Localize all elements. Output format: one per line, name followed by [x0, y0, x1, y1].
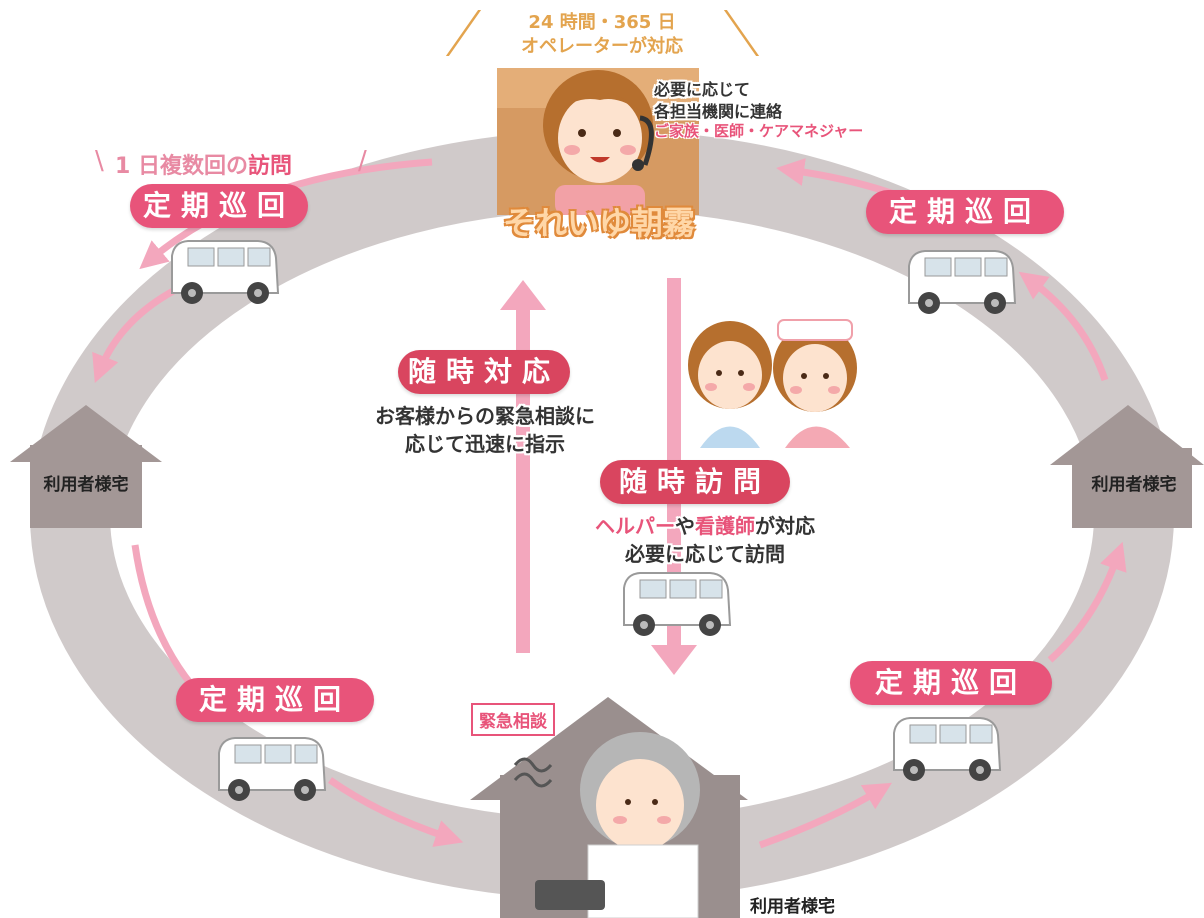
house-right	[1050, 405, 1204, 528]
ring-arrow-bottom-right	[758, 782, 893, 849]
on-demand-response-line1: お客様からの緊急相談に	[375, 404, 595, 428]
operator-note-line3: ご家族・医師・ケアマネジャー	[654, 122, 864, 140]
on-demand-visit-line2: 必要に応じて訪問	[625, 542, 785, 566]
emergency-label: 緊急相談	[471, 703, 555, 736]
ring-arrow-right-up	[1018, 271, 1109, 382]
visits-note-prefix: 1 日複数回の	[115, 154, 248, 179]
home-label-bottom: 利用者様宅	[750, 897, 835, 917]
on-demand-visit-nurse: 看護師	[695, 514, 755, 538]
home-label-right: 利用者様宅	[1091, 475, 1177, 495]
patrol-badge-top-right: 定期巡回	[866, 190, 1064, 234]
car-top-left	[171, 240, 280, 304]
on-demand-visit-ya: や	[675, 514, 695, 538]
header-line1: 24 時間・365 日	[528, 12, 676, 33]
cars	[171, 240, 1017, 801]
header-line2: オペレーターが対応	[521, 36, 683, 57]
patrol-badge-bottom-right: 定期巡回	[850, 661, 1052, 705]
on-demand-visit-line1: ヘルパーや看護師が対応	[540, 510, 870, 539]
staff-illustration	[688, 319, 857, 448]
on-demand-visit-helper: ヘルパー	[595, 514, 675, 538]
visits-note-highlight: 訪問	[247, 154, 292, 179]
operator-illustration	[543, 70, 654, 215]
car-center	[623, 572, 732, 636]
on-demand-visit-badge: 随時訪問	[600, 460, 790, 504]
visits-note-slash-right: /	[358, 146, 367, 176]
visits-note-slash-left: \	[95, 146, 104, 176]
car-bottom-left	[218, 737, 327, 801]
car-top-right	[908, 250, 1017, 314]
on-demand-visit-respond: が対応	[755, 514, 815, 538]
up-arrow	[500, 280, 546, 653]
visits-note: 1 日複数回の訪問	[115, 148, 292, 180]
operator-note-line2: 各担当機関に連絡	[654, 102, 783, 121]
on-demand-response-line2: 応じて迅速に指示	[405, 432, 565, 456]
ring-arrow-bottom-left	[327, 777, 464, 847]
house-left	[10, 405, 162, 528]
on-demand-response-badge: 随時対応	[398, 350, 570, 394]
elderly-user-illustration	[513, 732, 700, 918]
patrol-badge-bottom-left: 定期巡回	[176, 678, 374, 722]
patrol-badge-top-left: 定期巡回	[130, 184, 308, 228]
operator-name: それいゆ朝霧	[502, 204, 695, 242]
home-label-left: 利用者様宅	[43, 475, 129, 495]
ring-arrow-right-lower	[1047, 541, 1127, 663]
ring-arrow-left-down	[92, 286, 177, 383]
car-bottom-right	[893, 717, 1002, 781]
operator-note-line1: 必要に応じて	[654, 80, 751, 99]
